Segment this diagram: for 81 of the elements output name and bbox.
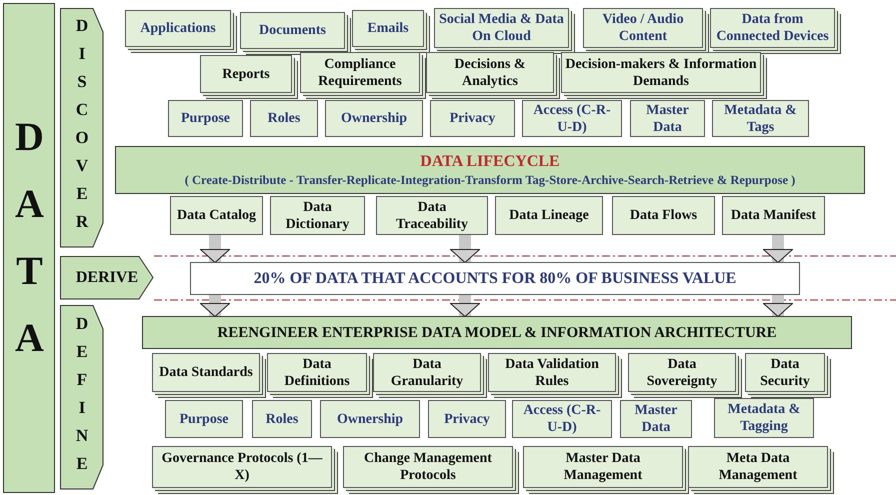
category-box	[252, 400, 312, 438]
box-label: Data Granularity	[390, 356, 464, 390]
box-label: Data Security	[759, 356, 811, 390]
box-label: Master Data Management	[562, 450, 644, 484]
box-label: Meta Data Management	[718, 450, 798, 484]
box-label: Decision-makers & Information Demands	[564, 56, 758, 90]
category-box	[714, 398, 814, 438]
block-arrow	[450, 235, 480, 263]
box-label: Data Lineage	[508, 207, 590, 224]
category-box	[165, 400, 243, 438]
box-label: Emails	[366, 20, 410, 37]
box-label: Ownership	[336, 410, 404, 428]
box-label: Decisions & Analytics	[453, 56, 527, 90]
box-label: REENGINEER ENTERPRISE DATA MODEL & INFORMATION ARCHITECTURE	[216, 324, 778, 342]
box-label: Data Sovereignty	[646, 356, 718, 390]
category-box	[612, 196, 715, 235]
box-label: Purpose	[180, 110, 231, 127]
box-label: Master Data	[645, 102, 690, 136]
category-box	[170, 196, 263, 235]
banner-heading: DATA LIFECYCLE	[419, 152, 561, 172]
block-arrow	[763, 295, 793, 317]
box-label: Privacy	[448, 110, 496, 127]
box-label: Data Flows	[628, 207, 698, 224]
category-box	[620, 400, 692, 438]
category-box	[722, 196, 825, 235]
box-label: Data Catalog	[176, 207, 257, 224]
box-label: Data Definitions	[283, 356, 351, 390]
vertical-label: DATA	[9, 114, 49, 382]
box-label: Data Traceability	[394, 198, 470, 232]
lifecycle-banner	[115, 146, 865, 194]
category-box	[512, 400, 612, 438]
box-label: Data Dictionary	[284, 198, 350, 232]
phase-panel	[60, 256, 154, 300]
box-label: Data Manifest	[730, 207, 818, 224]
box-label: Roles	[264, 410, 300, 428]
box-label: Compliance Requirements	[317, 56, 403, 90]
box-label: Video / Audio Content	[601, 11, 685, 45]
category-box	[428, 400, 506, 438]
block-arrow	[450, 295, 480, 317]
box-label: DERIVE	[74, 268, 140, 288]
box-label: Change Management Protocols	[363, 450, 493, 484]
box-label: Reports	[221, 66, 271, 82]
box-label: Ownership	[340, 110, 408, 127]
block-arrow	[200, 235, 230, 263]
box-label: Data from Connected Devices	[715, 11, 830, 45]
block-arrow	[763, 235, 793, 263]
box-label: Access (C-R-U-D)	[532, 102, 612, 136]
box-label: Data Standards	[158, 364, 254, 381]
value-box	[190, 262, 800, 295]
vertical-label: DISCOVER	[74, 16, 90, 240]
box-label: 20% OF DATA THAT ACCOUNTS FOR 80% OF BUSINESS VALUE	[252, 268, 738, 288]
box-label: Privacy	[443, 410, 491, 428]
box-label: Social Media & Data On Cloud	[438, 11, 565, 45]
lifecycle-steps: ( Create-Distribute - Transfer-Replicate-Integration-Transform Tag-Store-Archive-Search-Retrieve & Repurpose )	[182, 172, 798, 188]
box-label: Purpose	[178, 410, 230, 428]
vertical-label: DEFINE	[74, 314, 90, 482]
category-box	[270, 196, 365, 235]
box-label: Governance Protocols (1—X)	[160, 450, 324, 484]
category-box	[250, 100, 318, 137]
category-box	[522, 100, 622, 137]
phase-panel	[60, 8, 104, 248]
box-label: Documents	[258, 22, 327, 39]
category-box	[495, 196, 603, 235]
column-band	[3, 3, 55, 493]
category-box	[630, 100, 705, 137]
box-label: Applications	[139, 20, 217, 37]
box-label: Access (C-R-U-D)	[522, 402, 602, 436]
box-label: Metadata & Tagging	[726, 401, 802, 435]
category-box	[320, 400, 420, 438]
box-label: Master Data	[634, 402, 678, 436]
box-label: Metadata & Tags	[723, 102, 798, 136]
category-box	[712, 100, 809, 137]
box-label: Roles	[266, 110, 302, 127]
category-box	[430, 100, 515, 137]
phase-panel	[60, 305, 104, 490]
block-arrow	[200, 295, 230, 317]
category-box	[376, 196, 488, 235]
architecture-banner	[142, 316, 852, 349]
box-label: Data Validation Rules	[504, 356, 600, 390]
category-box	[168, 100, 243, 137]
category-box	[325, 100, 423, 137]
